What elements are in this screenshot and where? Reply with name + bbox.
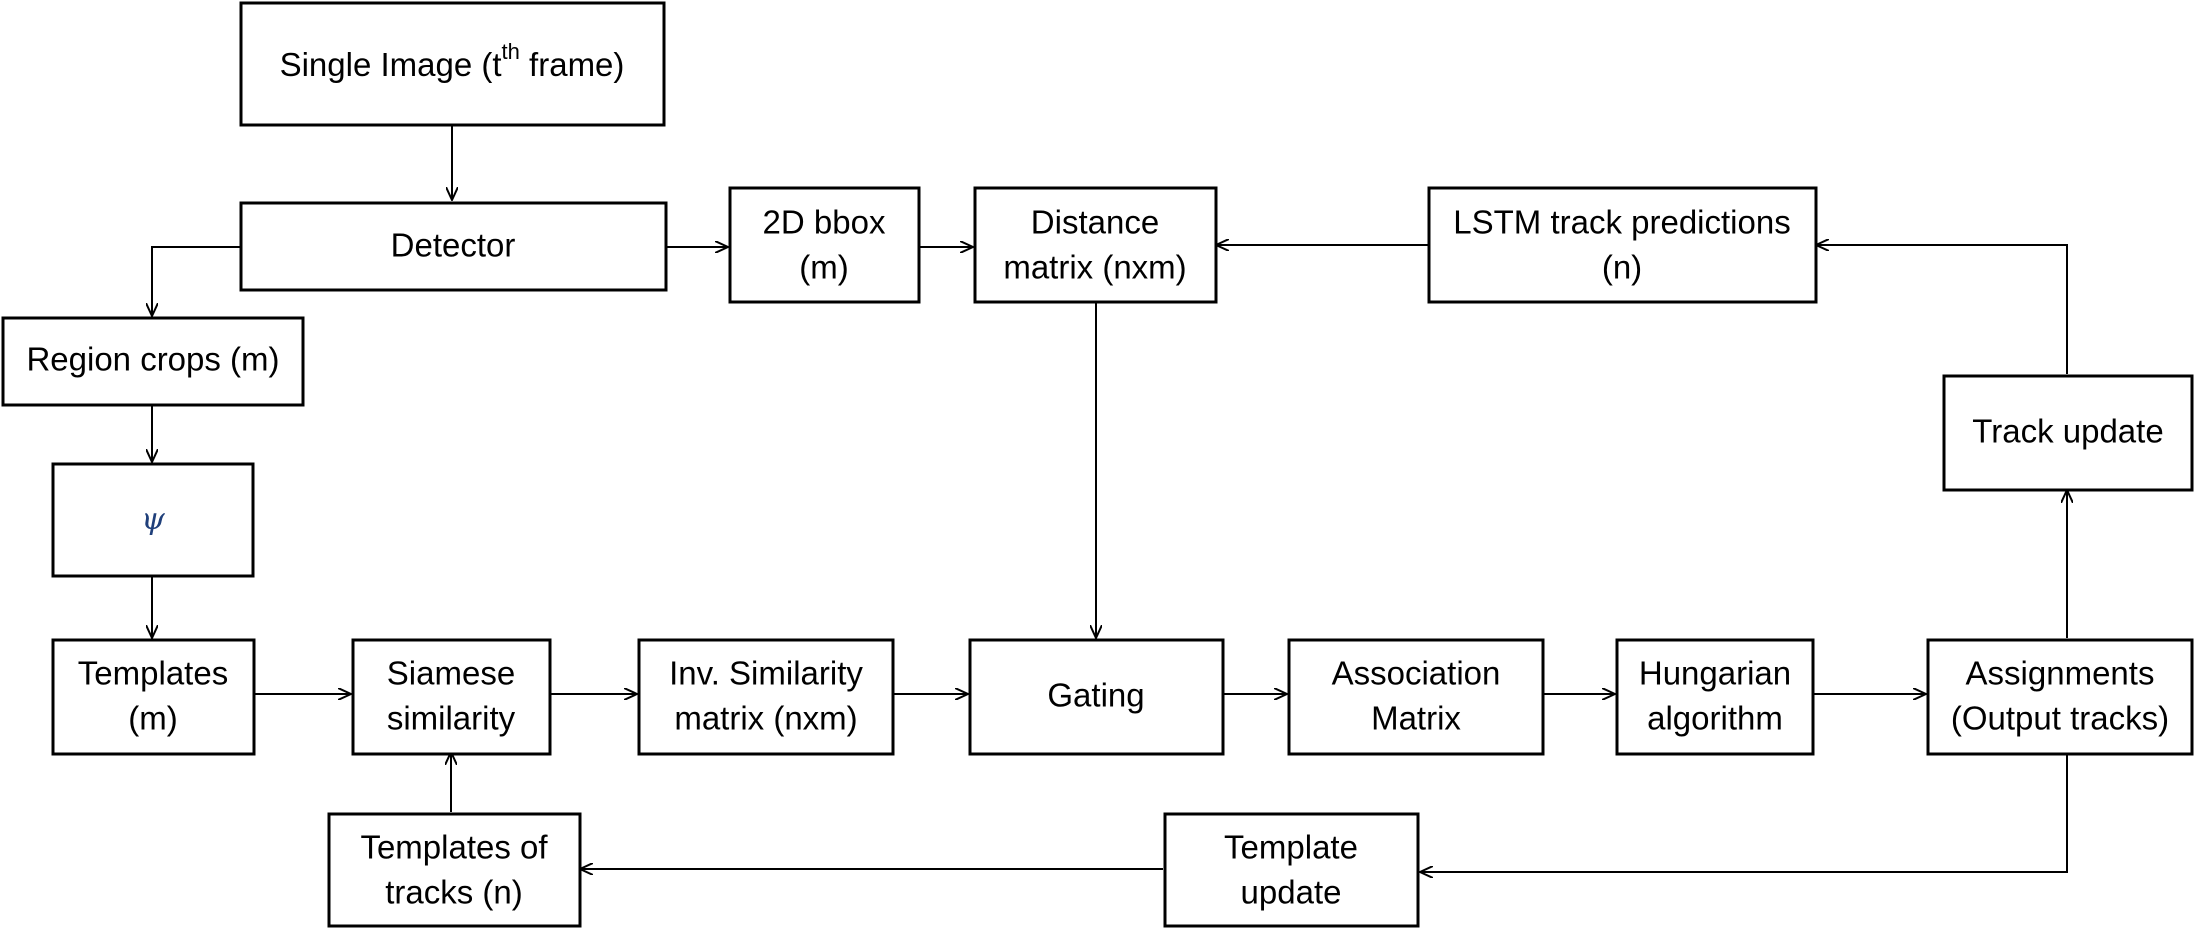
node-inv-similarity-label-2: matrix (nxm) (674, 700, 857, 737)
node-single-image: Single Image (tth frame) (239, 1, 666, 127)
node-templates-of-tracks-label-1: Templates of (360, 829, 548, 866)
node-inv-similarity-matrix: Inv. Similarity matrix (nxm) (637, 638, 895, 756)
node-association-label-2: Matrix (1371, 700, 1461, 737)
node-single-image-label: Single Image (tth frame) (280, 39, 625, 83)
node-lstm-label-1: LSTM track predictions (1453, 204, 1790, 241)
node-distance-matrix-label-2: matrix (nxm) (1003, 249, 1186, 286)
node-templates-label-2: (m) (128, 700, 177, 737)
node-track-update: Track update (1942, 374, 2194, 492)
node-gating: Gating (968, 638, 1225, 756)
node-template-update: Template update (1163, 812, 1420, 928)
node-templates-of-tracks: Templates of tracks (n) (327, 812, 582, 928)
node-hungarian-algorithm: Hungarian algorithm (1615, 638, 1815, 756)
node-2d-bbox-label-1: 2D bbox (763, 204, 886, 241)
node-templates: Templates (m) (51, 638, 256, 756)
node-assignments: Assignments (Output tracks) (1926, 638, 2194, 756)
node-region-crops: Region crops (m) (1, 316, 305, 407)
node-2d-bbox: 2D bbox (m) (728, 186, 921, 304)
node-siamese-label-1: Siamese (387, 655, 515, 692)
edge-assignments-to-template-update (1420, 754, 2068, 872)
node-detector-label: Detector (391, 227, 516, 264)
node-assignments-label-1: Assignments (1966, 655, 2155, 692)
node-lstm-label-2: (n) (1602, 249, 1642, 286)
node-gating-label: Gating (1047, 677, 1144, 714)
edge-detector-to-region-crops (152, 246, 241, 316)
node-siamese-label-2: similarity (387, 700, 516, 737)
node-association-label-1: Association (1332, 655, 1501, 692)
node-hungarian-label-2: algorithm (1647, 700, 1783, 737)
node-lstm-track-predictions: LSTM track predictions (n) (1427, 186, 1818, 304)
node-psi: ψ (51, 462, 255, 578)
node-distance-matrix-label-1: Distance (1031, 204, 1159, 241)
node-templates-of-tracks-label-2: tracks (n) (385, 874, 523, 911)
node-templates-label-1: Templates (78, 655, 228, 692)
node-assignments-label-2: (Output tracks) (1951, 700, 2169, 737)
node-siamese-similarity: Siamese similarity (351, 638, 552, 756)
node-psi-symbol: ψ (141, 502, 165, 537)
node-hungarian-label-1: Hungarian (1639, 655, 1791, 692)
node-detector: Detector (239, 201, 668, 292)
node-inv-similarity-label-1: Inv. Similarity (669, 655, 863, 692)
node-template-update-label-1: Template (1224, 829, 1358, 866)
node-association-matrix: Association Matrix (1287, 638, 1545, 756)
edge-track-update-to-lstm (1816, 245, 2068, 374)
node-2d-bbox-label-2: (m) (799, 249, 848, 286)
node-track-update-label: Track update (1972, 413, 2163, 450)
node-distance-matrix: Distance matrix (nxm) (973, 186, 1218, 304)
node-region-crops-label: Region crops (m) (26, 341, 279, 378)
node-template-update-label-2: update (1241, 874, 1342, 911)
